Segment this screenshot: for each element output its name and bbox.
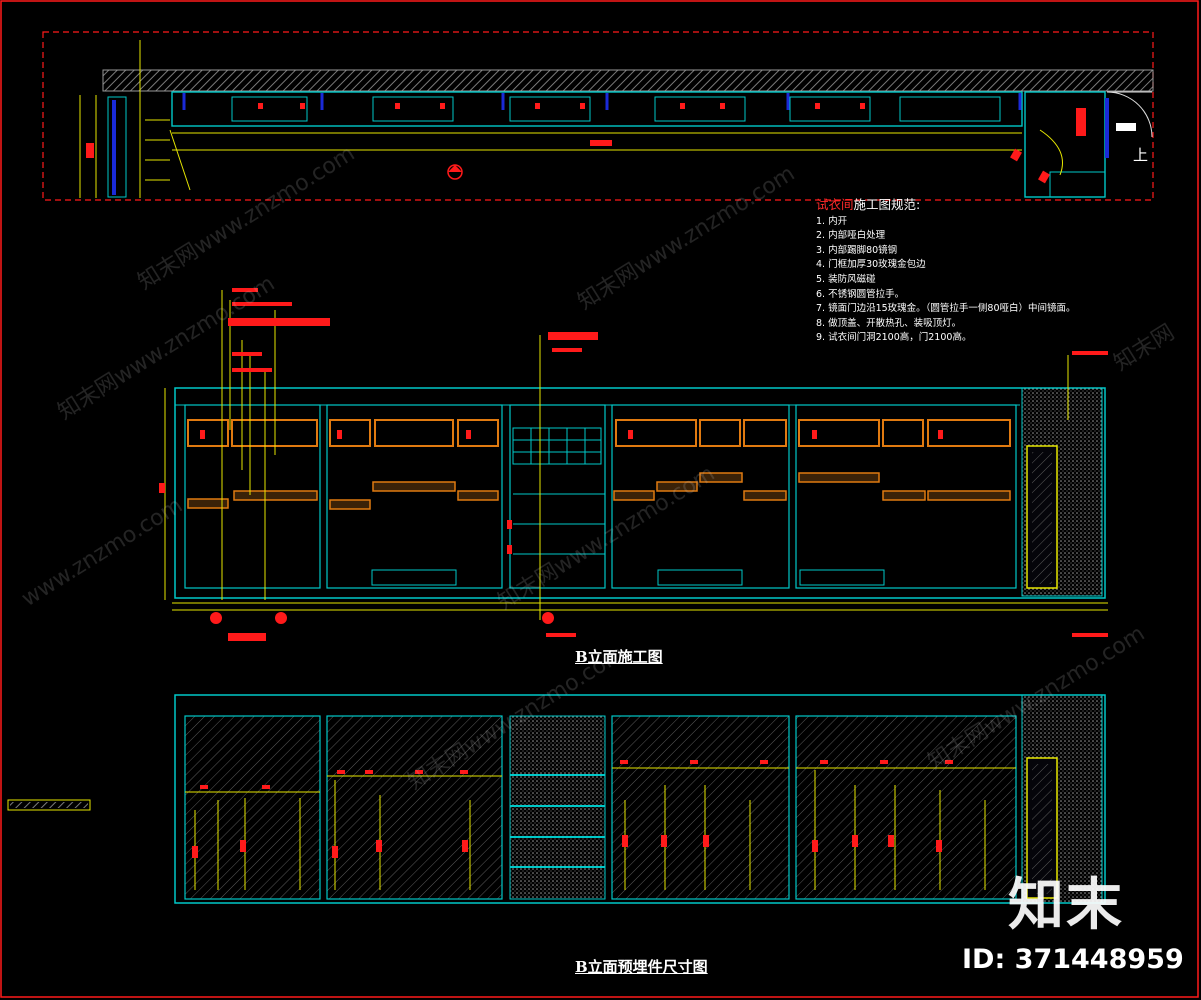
plan-boundary xyxy=(42,31,1154,201)
plan-posts xyxy=(182,93,1022,110)
elevation-bays xyxy=(184,404,1017,589)
plan-markers xyxy=(258,103,1086,146)
embedded-caption: B立面预埋件尺寸图 xyxy=(575,958,708,976)
elevation-upper-boxes xyxy=(187,419,1011,447)
elevation-small-tags xyxy=(200,288,1108,637)
note-item: 9. 试衣间门洞2100高，门2100高。 xyxy=(816,332,972,344)
elevation-center-grid xyxy=(512,427,605,555)
elevation-view xyxy=(159,288,1108,641)
note-item: 2. 内部哑白处理 xyxy=(816,230,886,242)
notes-title: 试衣间施工图规范: xyxy=(816,197,1076,213)
note-item: 7. 镜面门边沿15玫瑰金。（圆管拉手一侧80哑白）中间镜面。 xyxy=(816,303,1076,315)
plan-left-marker xyxy=(86,143,94,158)
side-bar-left-hatch xyxy=(10,802,88,808)
plan-ladder xyxy=(145,119,191,191)
plan-dimensions xyxy=(79,40,1022,198)
plan-left-cabinet xyxy=(107,96,127,198)
side-bar-left xyxy=(7,799,91,811)
plan-cabinet-dividers xyxy=(231,96,1001,122)
elevation-door-glass xyxy=(1032,452,1052,584)
image-id: ID: 371448959 xyxy=(962,944,1184,975)
plan-fitting-room xyxy=(1010,91,1153,198)
elevation-drawers xyxy=(371,569,885,586)
note-item: 6. 不锈钢圆管拉手。 xyxy=(816,288,905,300)
plan-cabinet-run xyxy=(171,91,1023,127)
note-item: 5. 装防风磁碰 xyxy=(816,273,876,285)
elevation-leader-tags xyxy=(159,318,598,641)
plan-up-label: 上 xyxy=(1133,146,1149,164)
notes-title-red: 试衣间 xyxy=(816,197,854,212)
plan-view xyxy=(42,31,1154,201)
note-item: 4. 门框加厚30玫瑰金包边 xyxy=(816,259,926,271)
construction-notes: 试衣间施工图规范: 1. 内开 2. 内部哑白处理 3. 内部踢脚80镜钢 4.… xyxy=(816,197,1076,346)
notes-title-rest: 施工图规范: xyxy=(853,197,921,212)
brand-logo: 知末 xyxy=(1008,873,1124,938)
embedded-outline xyxy=(174,694,1106,904)
embedded-markers xyxy=(192,760,953,858)
note-item: 1. 内开 xyxy=(816,215,848,227)
elevation-outline xyxy=(174,387,1106,599)
embedded-center-bay xyxy=(509,715,606,900)
note-item: 8. 做顶盖、开散热孔、装吸顶灯。 xyxy=(816,317,962,329)
plan-wall-hatch xyxy=(102,69,1154,92)
note-item: 3. 内部踢脚80镜钢 xyxy=(816,244,898,256)
elevation-shelves xyxy=(187,472,1011,510)
plan-left-post xyxy=(112,100,116,195)
elevation-caption: B立面施工图 xyxy=(575,648,663,666)
embedded-view xyxy=(7,694,1106,904)
section-marker-arrow xyxy=(448,165,462,172)
embedded-door-glass xyxy=(1032,764,1052,894)
embedded-bays xyxy=(184,715,1017,900)
embedded-center-shelves xyxy=(510,774,605,868)
